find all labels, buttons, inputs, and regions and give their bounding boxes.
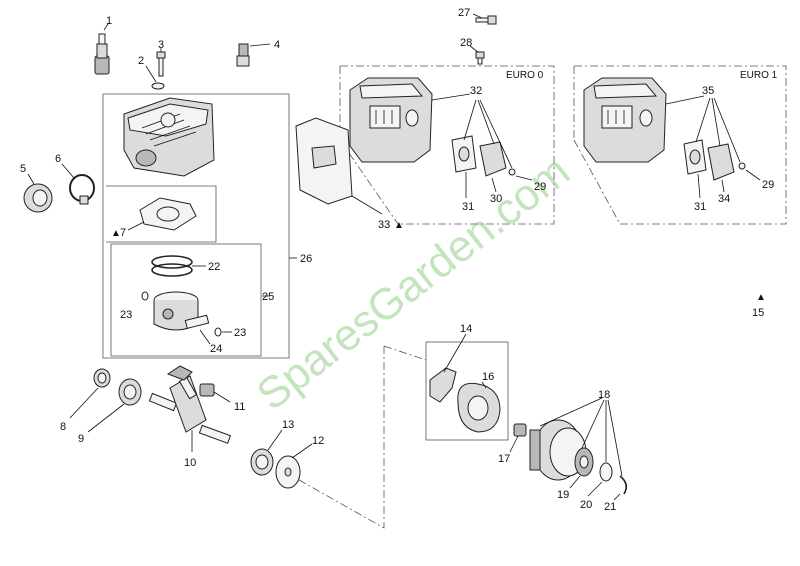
leader-7 bbox=[127, 221, 145, 231]
euro1-frame: EURO 1 bbox=[573, 65, 787, 225]
label-4: 4 bbox=[274, 39, 280, 51]
circlip-23-parts bbox=[141, 291, 232, 337]
muffler-euro1-plates bbox=[683, 97, 761, 199]
label-17: 17 bbox=[498, 453, 510, 465]
bearing-9-part bbox=[87, 378, 142, 433]
clip-21-part bbox=[613, 475, 628, 501]
label-5: 5 bbox=[20, 163, 26, 175]
label-24: 24 bbox=[210, 343, 222, 355]
label-32: 32 bbox=[470, 85, 482, 97]
piston-24-part bbox=[153, 291, 211, 345]
watermark: SparesGarden.com bbox=[248, 146, 579, 420]
washer-2-part bbox=[145, 65, 165, 90]
label-29-euro0: 29 bbox=[534, 181, 546, 193]
label-29-euro1: 29 bbox=[762, 179, 774, 191]
sprocket-19-part bbox=[569, 447, 594, 489]
label-22: 22 bbox=[208, 261, 220, 273]
label-13: 13 bbox=[282, 419, 294, 431]
gasket-7-part bbox=[139, 197, 197, 231]
valve-4-part bbox=[236, 43, 271, 67]
exhaust-gasket-33-part bbox=[295, 117, 383, 215]
clutch-carrier-14-part bbox=[429, 333, 467, 403]
muffler-euro0-part bbox=[349, 77, 471, 163]
label-15: 15 bbox=[752, 307, 764, 319]
euro0-label: EURO 0 bbox=[506, 70, 544, 81]
label-6: 6 bbox=[55, 153, 61, 165]
label-31-euro1: 31 bbox=[694, 201, 706, 213]
needle-bearing-17-part bbox=[509, 423, 527, 453]
label-10: 10 bbox=[184, 457, 196, 469]
euro1-label: EURO 1 bbox=[740, 70, 778, 81]
clutch-shoes-16-part bbox=[457, 381, 501, 433]
crankshaft-10-part bbox=[148, 365, 232, 452]
bolt-3-part bbox=[156, 48, 166, 77]
spark-plug-part bbox=[94, 23, 110, 75]
triangle-7: ▲ bbox=[111, 228, 121, 239]
label-23-right: 23 bbox=[234, 327, 246, 339]
clamp-6-part bbox=[61, 163, 95, 205]
label-19: 19 bbox=[557, 489, 569, 501]
cylinder-part bbox=[123, 97, 215, 177]
clutch-frame bbox=[291, 341, 509, 529]
label-12: 12 bbox=[312, 435, 324, 447]
label-14: 14 bbox=[460, 323, 472, 335]
cylinder-group-frame bbox=[102, 93, 297, 359]
muffler-euro0-plates bbox=[451, 99, 533, 198]
label-2: 2 bbox=[138, 55, 144, 67]
label-20: 20 bbox=[580, 499, 592, 511]
intake-flange-5-part bbox=[23, 173, 53, 213]
label-30: 30 bbox=[490, 193, 502, 205]
label-16: 16 bbox=[482, 371, 494, 383]
label-8: 8 bbox=[60, 421, 66, 433]
seal-8-part bbox=[69, 368, 111, 419]
label-31-euro0: 31 bbox=[462, 201, 474, 213]
label-18: 18 bbox=[598, 389, 610, 401]
label-11: 11 bbox=[234, 401, 245, 413]
label-26: 26 bbox=[300, 253, 312, 265]
triangle-15: ▲ bbox=[756, 292, 766, 303]
screw-28-part bbox=[469, 45, 485, 65]
muffler-euro1-part bbox=[583, 77, 705, 163]
washer-12-part bbox=[275, 443, 313, 489]
bearing-13-part bbox=[250, 429, 283, 476]
label-7: 7 bbox=[120, 227, 126, 239]
piston-rings-22-part bbox=[151, 255, 206, 277]
label-35: 35 bbox=[702, 85, 714, 97]
label-23-left: 23 bbox=[120, 309, 132, 321]
washer-20-part bbox=[587, 462, 613, 497]
screw-27-part bbox=[472, 13, 497, 25]
label-1: 1 bbox=[106, 15, 112, 27]
label-9: 9 bbox=[78, 433, 84, 445]
label-34: 34 bbox=[718, 193, 730, 205]
needle-bearing-11-part bbox=[199, 383, 231, 403]
label-28: 28 bbox=[460, 37, 472, 49]
label-33: 33 bbox=[378, 219, 390, 231]
label-25: 25 bbox=[262, 291, 274, 303]
label-3: 3 bbox=[158, 39, 164, 51]
label-27: 27 bbox=[458, 7, 470, 19]
label-21: 21 bbox=[604, 501, 616, 513]
triangle-33: ▲ bbox=[394, 220, 404, 231]
leaders-18 bbox=[539, 397, 623, 477]
